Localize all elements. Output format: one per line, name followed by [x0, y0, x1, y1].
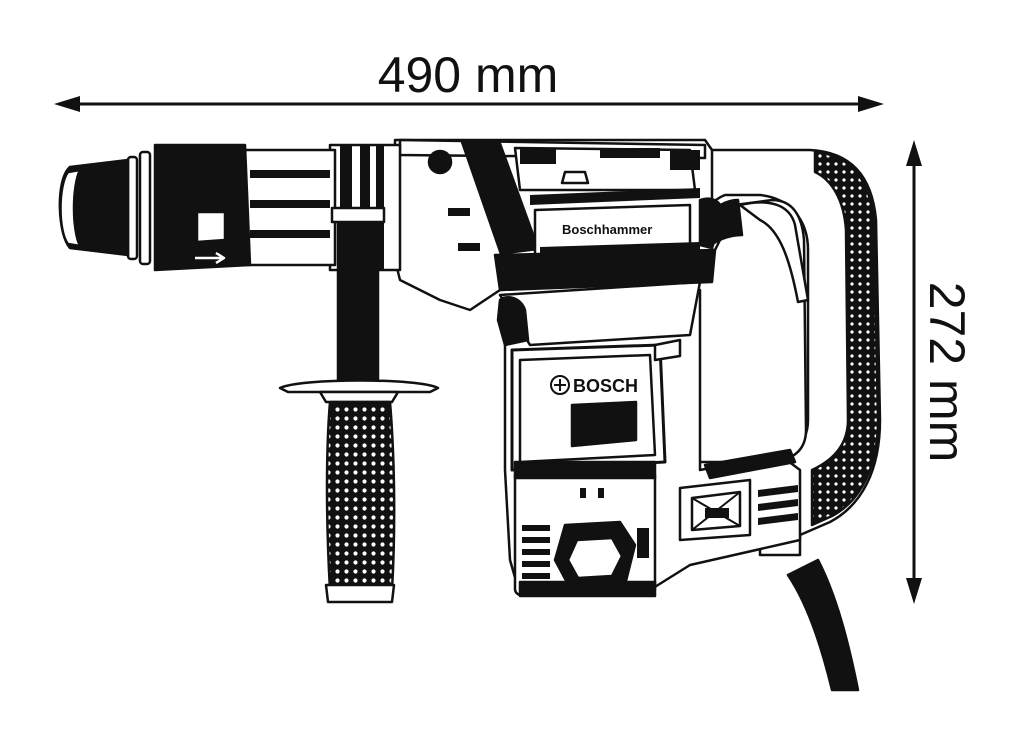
- hex-badge-inner: [566, 536, 624, 580]
- aux-handle-guard: [278, 379, 440, 394]
- width-label: 490 mm: [378, 47, 559, 103]
- status-led-1: [580, 488, 586, 498]
- aux-handle-grip: [325, 400, 396, 592]
- side-lever: [698, 197, 724, 250]
- auxiliary-handle: [278, 206, 440, 604]
- motor-cap-base: [518, 580, 657, 598]
- rear-grip-texture: [810, 150, 880, 527]
- motor-neck-bumper: [496, 296, 530, 347]
- top-vents: [460, 140, 700, 255]
- lower-body-stripe: [493, 248, 717, 292]
- lower-right-ridge: [703, 448, 797, 480]
- side-slots: [448, 208, 480, 251]
- aux-handle-neck: [318, 390, 400, 404]
- motor-side-slot: [637, 528, 649, 558]
- chuck-body: [153, 143, 252, 272]
- width-arrow-left: [54, 96, 80, 112]
- black-label-panel: [570, 400, 638, 448]
- aux-handle-end: [324, 583, 396, 604]
- chuck-nose-tip: [59, 168, 82, 248]
- lower-right-vents: [758, 485, 798, 525]
- lower-right-slot: [705, 508, 729, 518]
- plate-rim: [510, 343, 667, 472]
- motor-neck: [498, 280, 702, 347]
- bosch-logo: BOSCH: [550, 375, 638, 396]
- direction-arrow-icon: [195, 251, 226, 265]
- chuck-sleeve-ribs: [250, 170, 330, 238]
- motor-vents-left: [522, 525, 550, 579]
- top-button: [560, 170, 590, 185]
- width-arrow-right: [858, 96, 884, 112]
- rotary-hammer-drawing: BOSCH Boschhammer: [58, 138, 882, 692]
- height-label: 272 mm: [919, 282, 975, 463]
- model-label: Boschhammer: [562, 222, 652, 237]
- trigger: [738, 201, 810, 304]
- chuck-window: [195, 210, 227, 244]
- height-dimension: 272 mm: [906, 140, 975, 604]
- width-dimension: 490 mm: [54, 47, 884, 112]
- aux-handle-clamp: [330, 206, 386, 224]
- brand-label: BOSCH: [573, 376, 638, 396]
- aux-handle-stem: [336, 208, 380, 387]
- height-arrow-bottom: [906, 578, 922, 604]
- height-arrow-top: [906, 140, 922, 166]
- motor-neck-ridge: [653, 338, 682, 362]
- status-led-2: [598, 488, 604, 498]
- housing-screw: [427, 149, 453, 175]
- chuck-rings: [126, 150, 152, 266]
- power-cord: [786, 558, 860, 692]
